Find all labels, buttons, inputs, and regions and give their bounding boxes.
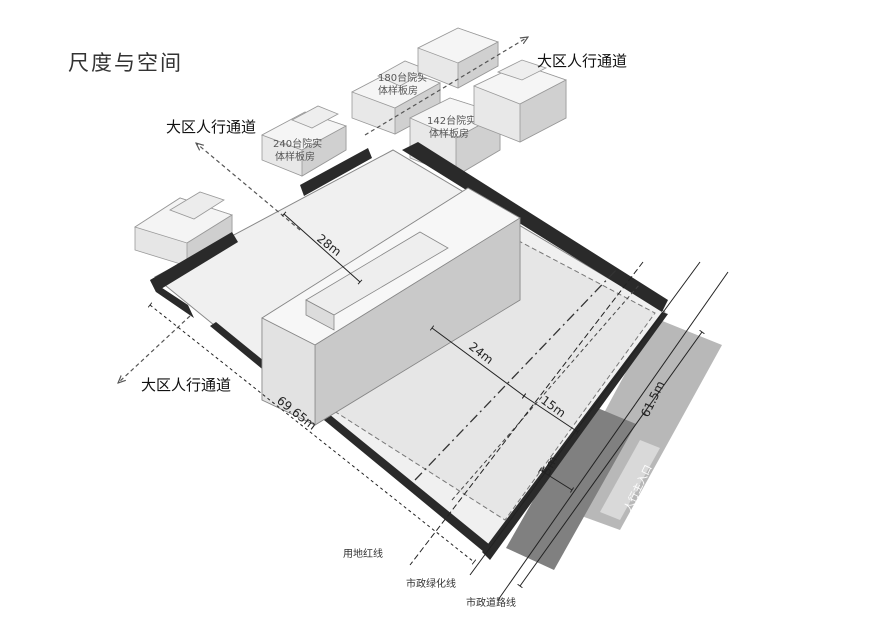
dim-line-28m xyxy=(281,211,363,285)
building-180-label-line2: 体样板房 xyxy=(378,84,418,97)
building-180-label-line1: 180台院实 xyxy=(378,71,427,84)
building-142-label-line1: 142台院实 xyxy=(427,114,476,127)
passage-label-mid: 大区人行通道 xyxy=(166,118,256,136)
passage-label-top: 大区人行通道 xyxy=(537,52,627,70)
red-line xyxy=(409,261,644,566)
passage-arrow-top xyxy=(364,37,528,136)
dim-line-615m xyxy=(517,329,705,589)
wall-top-left xyxy=(300,148,372,196)
green-line xyxy=(469,261,701,576)
page-title: 尺度与空间 xyxy=(68,51,183,75)
wall-top-right xyxy=(402,142,668,312)
site-red-line-label: 用地红线 xyxy=(343,547,383,560)
passage-label-left: 大区人行通道 xyxy=(141,376,231,394)
dim-line-6965m xyxy=(147,302,477,565)
wall-left xyxy=(150,232,238,292)
building-240-label-line1: 240台院实 xyxy=(273,137,322,150)
road-line-label: 市政道路线 xyxy=(466,596,516,609)
model-building-right xyxy=(472,59,568,143)
building-142-label-line2: 体样板房 xyxy=(429,127,469,140)
building-240-label-line2: 体样板房 xyxy=(275,150,315,163)
model-building-top xyxy=(417,27,500,89)
road-line xyxy=(497,271,729,601)
passage-arrow-left xyxy=(118,315,191,383)
green-line-label: 市政绿化线 xyxy=(406,577,456,590)
model-building-240 xyxy=(261,105,347,177)
